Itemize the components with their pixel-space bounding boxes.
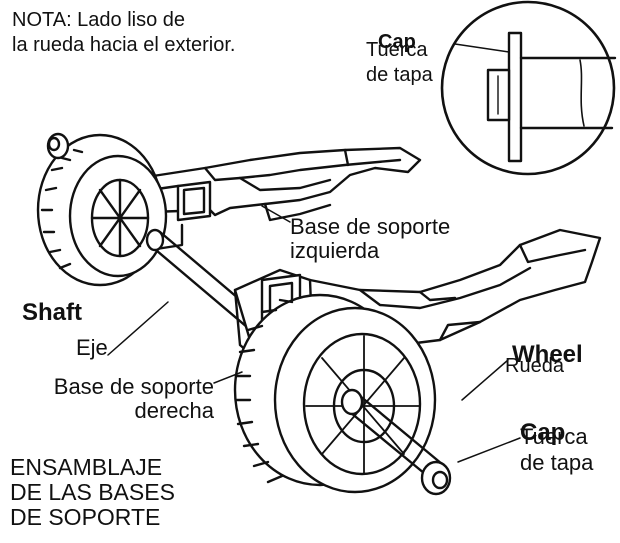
cap-label-es-top: Tuerca de tapa [366, 39, 433, 86]
front-axle-cap [340, 388, 452, 496]
shaft-label-en: Shaft [22, 299, 82, 326]
diagram-title: ENSAMBLAJE DE LAS BASES DE SOPORTE [10, 454, 175, 530]
cap-label-es-bottom: Tuerca de tapa [520, 424, 594, 476]
left-wheel [36, 132, 168, 287]
wheel-label-en: Wheel [512, 341, 583, 368]
leader-lines [107, 205, 521, 463]
cap-label-en-top: Cap [378, 31, 416, 53]
right-base-label: Base de soporte derecha [53, 374, 214, 423]
cap-detail-inset [440, 0, 617, 176]
left-base-label: Base de soporte izquierda [290, 214, 451, 263]
shaft-label-es: Eje [76, 335, 108, 360]
cap-label-en-bottom: Cap [520, 419, 566, 446]
note-text: NOTA: Lado liso de la rueda hacia el ext… [12, 9, 236, 56]
wheel-label-es: Rueda [505, 355, 564, 377]
